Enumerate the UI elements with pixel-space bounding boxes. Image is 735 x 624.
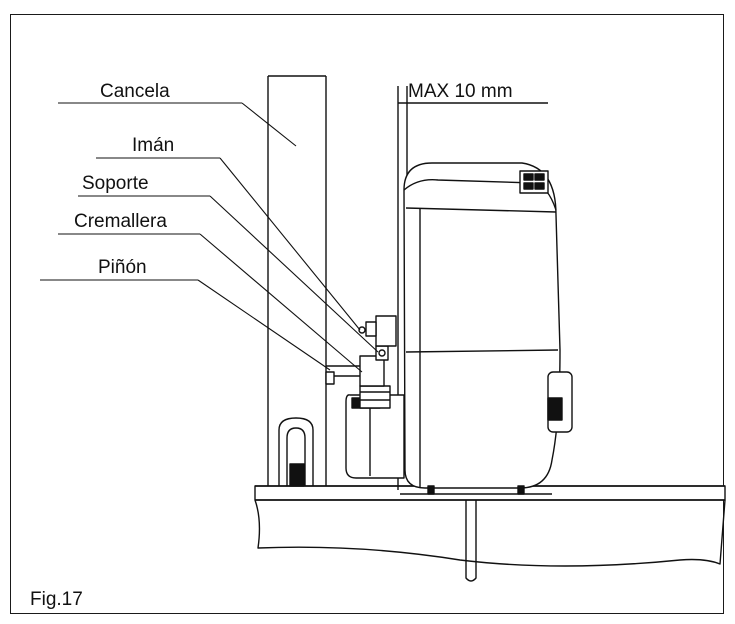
dimension-label: MAX 10 mm: [408, 81, 513, 102]
figure-caption: Fig.17: [30, 589, 83, 610]
leader-lines: [40, 102, 379, 373]
ground-slab: [254, 485, 726, 567]
bracket: [375, 345, 389, 361]
callout-pinon: Piñón: [98, 257, 147, 278]
rack: [325, 355, 385, 387]
callout-cancela: Cancela: [100, 81, 170, 102]
gate-panel: [267, 75, 327, 487]
callout-soporte: Soporte: [82, 173, 149, 194]
pinion: [359, 385, 391, 409]
figure-frame: [10, 14, 724, 614]
motor-housing: [400, 162, 573, 582]
callout-cremallera: Cremallera: [74, 211, 167, 232]
magnet: [358, 315, 397, 347]
callout-iman: Imán: [132, 135, 175, 156]
